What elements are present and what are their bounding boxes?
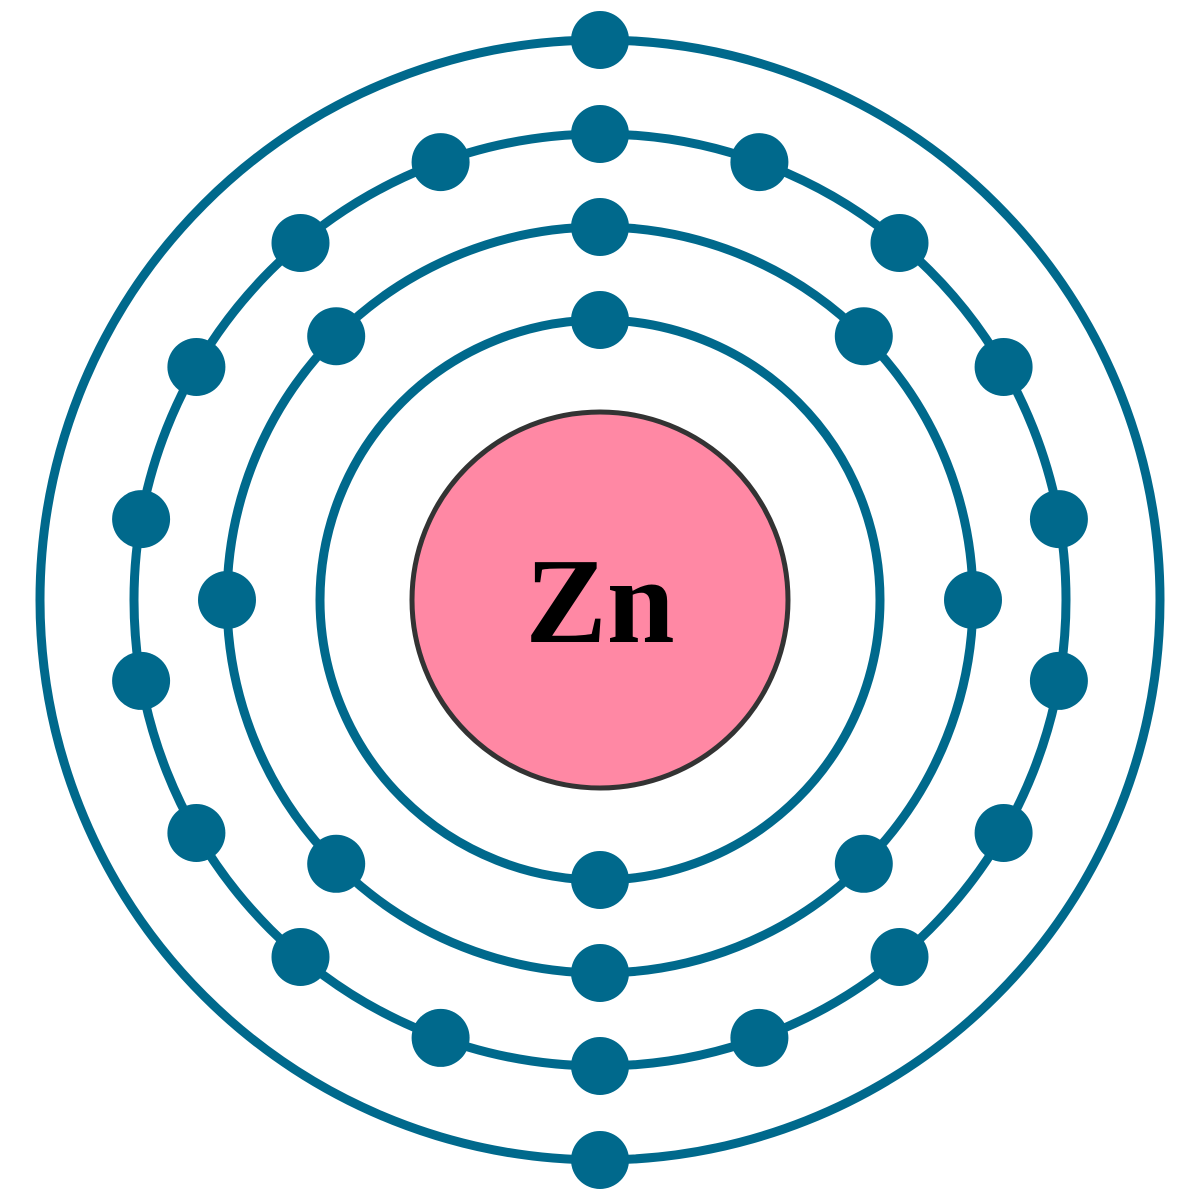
- electron-shell-3-12: [271, 928, 330, 986]
- electron-shell-2-3: [944, 571, 1002, 629]
- element-symbol: Zn: [525, 534, 674, 669]
- electron-shell-2-4: [834, 834, 893, 893]
- electron-shell-3-4: [974, 338, 1033, 396]
- electron-shell-1-1: [571, 291, 629, 349]
- electrons: [112, 11, 1088, 1189]
- nucleus: [409, 409, 791, 791]
- electron-shell-2-2: [834, 307, 893, 366]
- electron-shell-2-5: [571, 944, 629, 1002]
- electron-shell-3-8: [870, 928, 929, 986]
- nucleus-group: Zn: [409, 409, 791, 791]
- electron-shell-3-15: [112, 490, 171, 549]
- electron-shell-3-2: [730, 133, 789, 192]
- electron-shell-3-10: [571, 1037, 629, 1095]
- electron-shell-4-1: [571, 11, 629, 69]
- electron-shell-1-2: [571, 851, 629, 909]
- electron-shell-4-2: [571, 1131, 629, 1189]
- electron-shell-3-1: [571, 105, 629, 163]
- electron-shell-3-3: [870, 214, 929, 272]
- electron-shell-3-7: [974, 804, 1033, 862]
- electron-shell-3-9: [730, 1008, 789, 1067]
- electron-shell-2-6: [307, 834, 366, 893]
- electron-shell-3-18: [411, 133, 470, 192]
- electron-shell-3-5: [1029, 490, 1088, 549]
- electron-shell-2-7: [198, 571, 256, 629]
- electron-shell-3-14: [112, 651, 171, 710]
- electron-shell-2-8: [307, 307, 366, 366]
- electron-shell-3-11: [411, 1008, 470, 1067]
- electron-shell-2-1: [571, 198, 629, 256]
- electron-shell-3-16: [167, 338, 226, 396]
- electron-shell-3-6: [1029, 651, 1088, 710]
- electron-shell-3-17: [271, 214, 330, 272]
- electron-shell-3-13: [167, 804, 226, 862]
